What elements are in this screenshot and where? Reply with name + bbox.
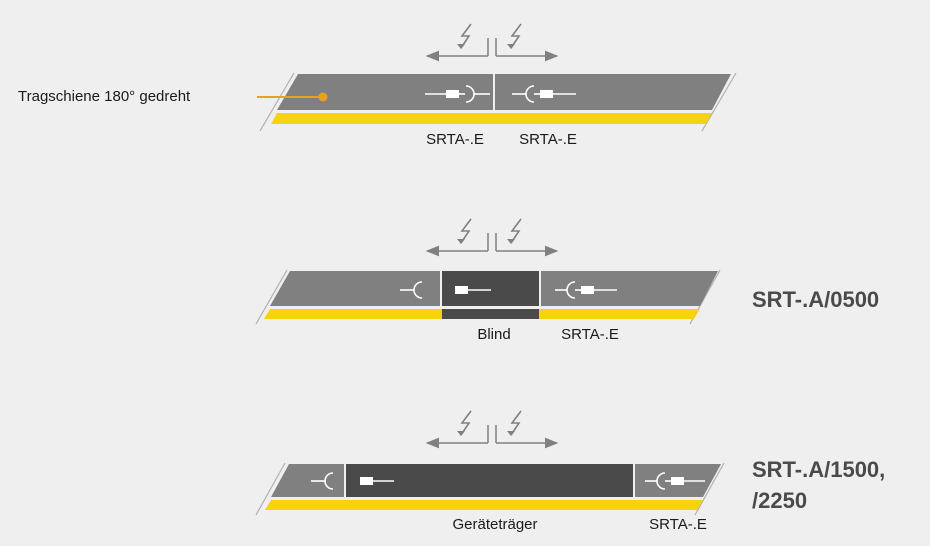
rail-segment-right: [495, 74, 731, 110]
connector-socket-icon: [400, 281, 423, 299]
double-arrow-icon: [425, 233, 559, 257]
diagram-title: SRT-.A/0500: [752, 287, 880, 312]
connector-socket-icon: [645, 472, 705, 490]
rail-outline-right: [694, 462, 725, 516]
lightning-icon: [457, 23, 472, 49]
rail-segment-right: [541, 271, 718, 306]
connector-plug-icon: [455, 286, 491, 294]
yellow-rail: [271, 113, 712, 124]
rail-outline-left: [255, 269, 288, 325]
lightning-icon: [507, 218, 522, 244]
lightning-icon: [457, 410, 472, 436]
diagram-3: [255, 410, 725, 516]
lightning-icon: [507, 23, 522, 49]
double-arrow-icon: [425, 38, 559, 62]
rail-segment-left: [271, 464, 344, 497]
connector-plug-icon: [360, 477, 394, 485]
callout-pointer: [257, 92, 328, 102]
connector-socket-icon: [555, 281, 617, 299]
diagram-title-line-1: SRT-.A/1500,: [752, 457, 886, 482]
connector-socket-icon: [311, 472, 334, 490]
rail-outline-left: [259, 72, 295, 132]
lightning-icon: [507, 410, 522, 436]
diagram-1: [257, 23, 737, 132]
yellow-rail: [265, 500, 703, 510]
segment-label-blind: Blind: [477, 326, 511, 343]
diagram-2: [255, 218, 721, 325]
callout-label: Tragschiene 180° gedreht: [18, 88, 191, 105]
segment-label-left: SRTA-.E: [426, 131, 484, 148]
segment-label-right: SRTA-.E: [561, 326, 619, 343]
segment-label-right: SRTA-.E: [519, 131, 577, 148]
double-arrow-icon: [425, 425, 559, 449]
diagram-title-line-2: /2250: [752, 488, 808, 513]
rail-segment-left: [277, 74, 493, 110]
connector-plug-icon: [425, 85, 490, 103]
connector-socket-icon: [512, 85, 576, 103]
rail-segment-left: [270, 271, 440, 306]
rail-outline-left: [255, 462, 286, 516]
rail-outline-right: [701, 72, 737, 132]
segment-label-device-carrier: Geräteträger: [452, 516, 538, 533]
lightning-icon: [457, 218, 472, 244]
blind-rail-section: [442, 309, 539, 319]
segment-label-right: SRTA-.E: [649, 516, 707, 533]
